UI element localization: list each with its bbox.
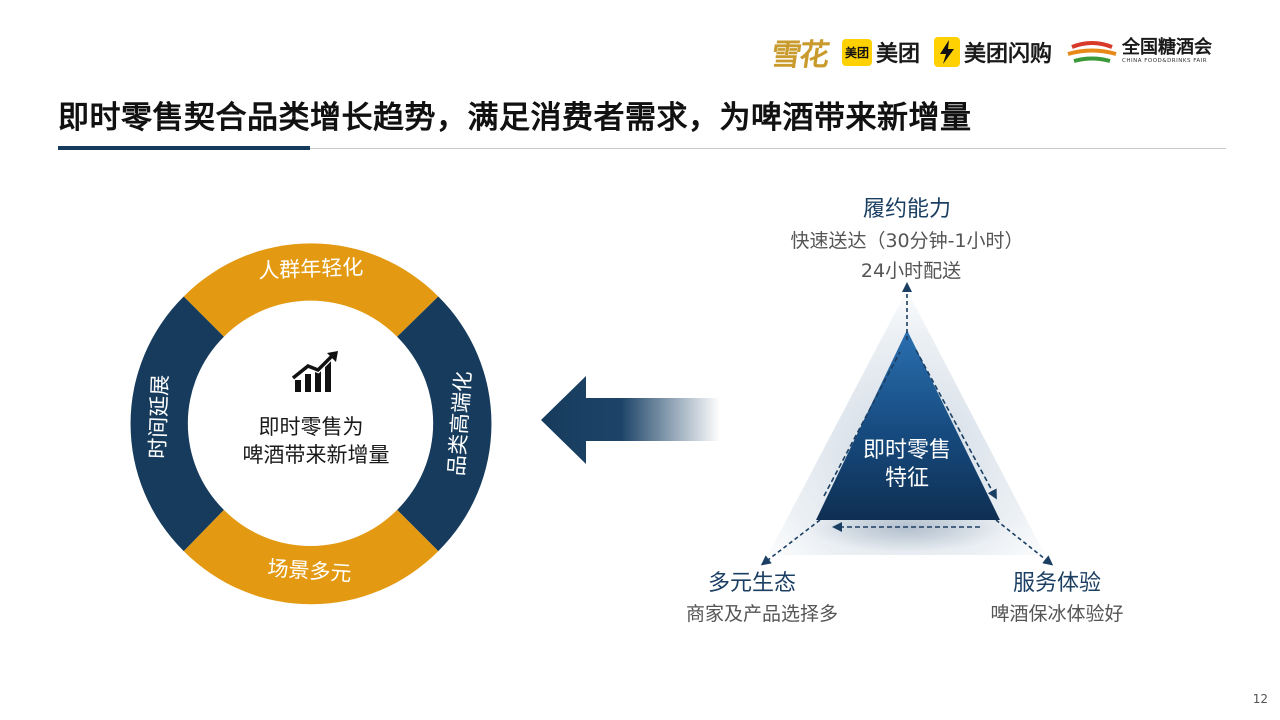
right-label-title: 服务体验 bbox=[1013, 571, 1101, 596]
food-drinks-fair-logo: 全国糖酒会 CHINA FOOD&DRINKS FAIR bbox=[1066, 37, 1212, 67]
arrow-to-right bbox=[995, 519, 1054, 566]
meituan-box-icon: 美团 bbox=[841, 38, 872, 66]
meituan-shangou-logo: 美团闪购 bbox=[933, 36, 1052, 68]
ring-center-line2: 啤酒带来新增量 bbox=[243, 443, 390, 467]
fair-name-cn: 全国糖酒会 bbox=[1122, 37, 1212, 59]
meituan-logo: 美团 美团 bbox=[841, 36, 920, 68]
title-accent-bar bbox=[58, 146, 310, 150]
cycle-line-left-side bbox=[823, 351, 901, 497]
lightning-bolt-icon bbox=[933, 37, 960, 67]
page-title: 即时零售契合品类增长趋势，满足消费者需求，为啤酒带来新增量 bbox=[58, 100, 972, 136]
ring-segment-top bbox=[183, 243, 439, 337]
ring-diagram: 人群年轻化 品类高端化 场景多元 时间延展 即时零售为 啤酒带来新增量 bbox=[130, 243, 492, 605]
ring-label-bottom: 场景多元 bbox=[267, 556, 352, 586]
title-divider bbox=[58, 148, 1226, 149]
triangle-center-line1: 即时零售 bbox=[863, 438, 951, 463]
right-label-line1: 啤酒保冰体验好 bbox=[990, 603, 1123, 625]
ring-label-top: 人群年轻化 bbox=[258, 255, 364, 283]
ring-segment-right bbox=[397, 296, 492, 552]
left-label-line1: 商家及产品选择多 bbox=[686, 603, 838, 625]
cycle-arrow-right-side bbox=[915, 349, 997, 500]
ring-label-left: 时间延展 bbox=[146, 374, 173, 459]
meituan-logo-text: 美团 bbox=[875, 42, 920, 67]
left-arrow-icon bbox=[541, 376, 720, 464]
ring-segment-left bbox=[130, 296, 224, 552]
fair-emblem-icon bbox=[1067, 41, 1117, 63]
fair-name-en: CHINA FOOD&DRINKS FAIR bbox=[1122, 58, 1208, 65]
growth-chart-icon bbox=[291, 351, 338, 392]
triangle-inner bbox=[816, 330, 1000, 520]
left-label-title: 多元生态 bbox=[708, 571, 796, 596]
meituan-shangou-text: 美团闪购 bbox=[963, 42, 1052, 67]
top-label-line2: 24小时配送 bbox=[861, 260, 961, 282]
arrow-to-left bbox=[760, 519, 821, 566]
triangle-diagram: 即时零售 特征 履约能力 快速送达（30分钟-1小时） 24小时配送 多元生态 … bbox=[686, 197, 1124, 625]
page-number: 12 bbox=[1252, 692, 1268, 706]
triangle-center-line2: 特征 bbox=[885, 466, 929, 491]
ring-center bbox=[193, 306, 429, 542]
top-label-title: 履约能力 bbox=[863, 197, 951, 222]
partner-logos: 雪花 美团 美团 美团闪购 全国糖酒会 CHINA FOOD&DRINKS FA… bbox=[769, 34, 1212, 73]
ring-center-line1: 即时零售为 bbox=[259, 415, 364, 439]
ring-segment-bottom bbox=[183, 509, 439, 605]
top-label-line1: 快速送达（30分钟-1小时） bbox=[790, 230, 1023, 252]
